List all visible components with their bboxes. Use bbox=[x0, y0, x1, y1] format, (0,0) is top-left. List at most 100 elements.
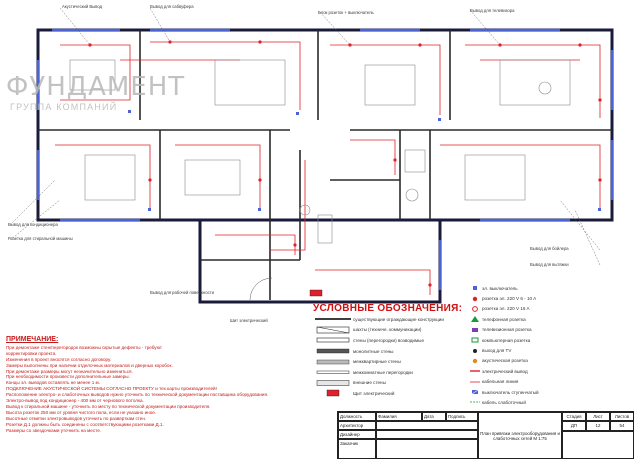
stamp-header: Фамилия bbox=[376, 412, 422, 421]
legend-item: телевизионная розетка bbox=[468, 325, 568, 335]
legend-label: межкомнатные перегородки bbox=[353, 369, 413, 375]
stamp-blank bbox=[562, 431, 634, 459]
sheet-label: Лист bbox=[586, 412, 610, 421]
legend-label: кабель слаботочный bbox=[482, 399, 526, 405]
legend: УСЛОВНЫЕ ОБОЗНАЧЕНИЯ: существующие ограж… bbox=[313, 303, 463, 399]
note-line: При демонтаже стен/перегородок возможны … bbox=[6, 344, 163, 350]
switch-icon bbox=[473, 286, 477, 291]
note-line: При необходимости произвести дополнитель… bbox=[6, 374, 130, 380]
watermark-line2: ГРУППА КОМПАНИЙ bbox=[10, 102, 118, 112]
company-watermark: ФУНДАМЕНТ ГРУППА КОМПАНИЙ bbox=[6, 72, 185, 112]
leader-lines bbox=[9, 7, 601, 266]
note-line: Изменения в проект вносятся согласно дог… bbox=[6, 356, 112, 362]
legend-item: шахты (техниче. коммуникации) bbox=[313, 325, 463, 336]
legend-item: выход для TV bbox=[468, 345, 568, 355]
stage-value: ДП bbox=[562, 421, 586, 431]
legend-label: внешние стены bbox=[353, 380, 386, 386]
cable-icon bbox=[470, 381, 480, 383]
network-socket-icon bbox=[471, 337, 479, 343]
note-line: При демонтаже размеры могут незначительн… bbox=[6, 368, 133, 374]
legend-item: эл. выключатель bbox=[468, 283, 568, 293]
note-line: Замеры выполнены при наличии отделочных … bbox=[6, 362, 173, 368]
note-line: Расположение электро- и слаботочных выво… bbox=[6, 392, 269, 398]
legend-item: электрический вывод bbox=[468, 366, 568, 376]
legend-label: эл. выключатель bbox=[482, 285, 518, 291]
legend-symbol bbox=[316, 359, 350, 364]
callout-label: Розетка для стиральной машины bbox=[8, 236, 73, 241]
legend-item: кабель слаботочный bbox=[468, 397, 568, 407]
callout-label: Вывод для телевизора bbox=[470, 8, 515, 13]
legend-symbol bbox=[315, 318, 351, 321]
legend-label: выход для TV bbox=[482, 348, 512, 354]
furniture-outlines bbox=[69, 59, 571, 244]
legend-item: розетка эл. 220 V 6 - 10 A bbox=[468, 293, 568, 303]
legend-symbol bbox=[316, 326, 350, 334]
legend-label: розетка эл. 220 V 6 - 10 A bbox=[482, 296, 537, 302]
callout-label: Блок розеток + выключатель bbox=[318, 10, 374, 15]
stamp-blank bbox=[376, 430, 478, 439]
sheets-value: 54 bbox=[610, 421, 634, 431]
legend-item: телефонная розетка bbox=[468, 314, 568, 324]
note-line: Высота розеток 250 мм от уровня чистого … bbox=[6, 409, 157, 415]
drawing-title: План привязки электрооборудования и слаб… bbox=[478, 412, 562, 459]
note-line: Розетки Д.1 должны быть соединены с соот… bbox=[6, 421, 164, 427]
power-socket-icon bbox=[472, 306, 478, 312]
legend-symbol bbox=[316, 338, 350, 343]
legend-title: УСЛОВНЫЕ ОБОЗНАЧЕНИЯ: bbox=[313, 303, 463, 314]
stamp-header: Подпись bbox=[446, 412, 478, 421]
legend-label: кабельная линия bbox=[482, 379, 519, 385]
legend-label: розетка эл. 220 V 16 A bbox=[482, 306, 530, 312]
notes-block: ПРИМЕЧАНИЕ: При демонтаже стен/перегород… bbox=[6, 336, 306, 434]
outlet-icon bbox=[470, 370, 480, 373]
legend-symbol bbox=[326, 390, 340, 397]
callout-label: Вывод для бойлера bbox=[530, 246, 569, 251]
electrical-panel bbox=[309, 289, 323, 297]
callout-label: Вывод для вытяжки bbox=[530, 262, 569, 267]
speaker-socket-icon bbox=[472, 358, 478, 364]
note-line: Размеры со звездочками уточнить на месте… bbox=[6, 427, 102, 433]
legend-symbol bbox=[316, 348, 350, 354]
note-line: Высотные отметки электровыводов уточнить… bbox=[6, 415, 147, 421]
legend-label: монолитные стены bbox=[353, 348, 394, 354]
stamp-role: Дизайнер bbox=[338, 430, 376, 439]
sheets-label: Листов bbox=[610, 412, 634, 421]
symbol-legend: эл. выключатель розетка эл. 220 V 6 - 10… bbox=[468, 283, 568, 408]
notes-title: ПРИМЕЧАНИЕ: bbox=[6, 336, 59, 343]
legend-label: межквартирные стены bbox=[353, 359, 401, 365]
socket-symbols bbox=[88, 40, 602, 287]
stage-label: Стадия bbox=[562, 412, 586, 421]
legend-item: компьютерная розетка bbox=[468, 335, 568, 345]
legend-item: монолитные стены bbox=[313, 346, 463, 357]
legend-symbol bbox=[316, 371, 350, 375]
stamp-blank bbox=[376, 421, 478, 430]
switch-symbols bbox=[128, 110, 601, 211]
legend-symbol bbox=[316, 380, 350, 386]
tv-outlet-icon bbox=[473, 348, 477, 353]
door-swing bbox=[249, 277, 273, 301]
legend-label: телефонная розетка bbox=[482, 316, 526, 322]
note-line: Вывод к стиральной машине - уточнить по … bbox=[6, 403, 211, 409]
legend-item: межкомнатные перегородки bbox=[313, 367, 463, 378]
legend-label: телевизионная розетка bbox=[482, 327, 532, 333]
stamp-role: Архитектор bbox=[338, 421, 376, 430]
callout-label: Вывод для рабочей поверхности bbox=[150, 290, 214, 295]
legend-item: Щит электрический bbox=[313, 388, 463, 399]
stamp-role: Заказчик bbox=[338, 439, 376, 459]
callout-label: Вывод для кондиционера bbox=[8, 222, 58, 227]
tv-socket-icon bbox=[472, 327, 478, 332]
socket-icon bbox=[472, 296, 478, 301]
callout-label: Акустический Вывод bbox=[62, 4, 103, 9]
title-block: Должность Фамилия Дата Подпись Архитекто… bbox=[337, 411, 634, 459]
note-line: Электро-вывод под кондиционер - 400 мм о… bbox=[6, 398, 144, 404]
legend-item: межквартирные стены bbox=[313, 356, 463, 367]
stamp-header: Дата bbox=[422, 412, 446, 421]
legend-item: акустическая розетка bbox=[468, 356, 568, 366]
stamp-header: Должность bbox=[338, 412, 376, 421]
note-line: ПОДКЛЮЧЕНИЕ АКУСТИЧЕСКОЙ СИСТЕМЫ СОГЛАСН… bbox=[6, 386, 217, 392]
window-openings bbox=[36, 28, 614, 290]
stamp-blank bbox=[376, 439, 478, 459]
outer-walls bbox=[36, 28, 614, 304]
note-line: корректировки проекта. bbox=[6, 350, 57, 356]
note-line: Концы эл. выводов оставлять не менее 1 м… bbox=[6, 380, 100, 386]
